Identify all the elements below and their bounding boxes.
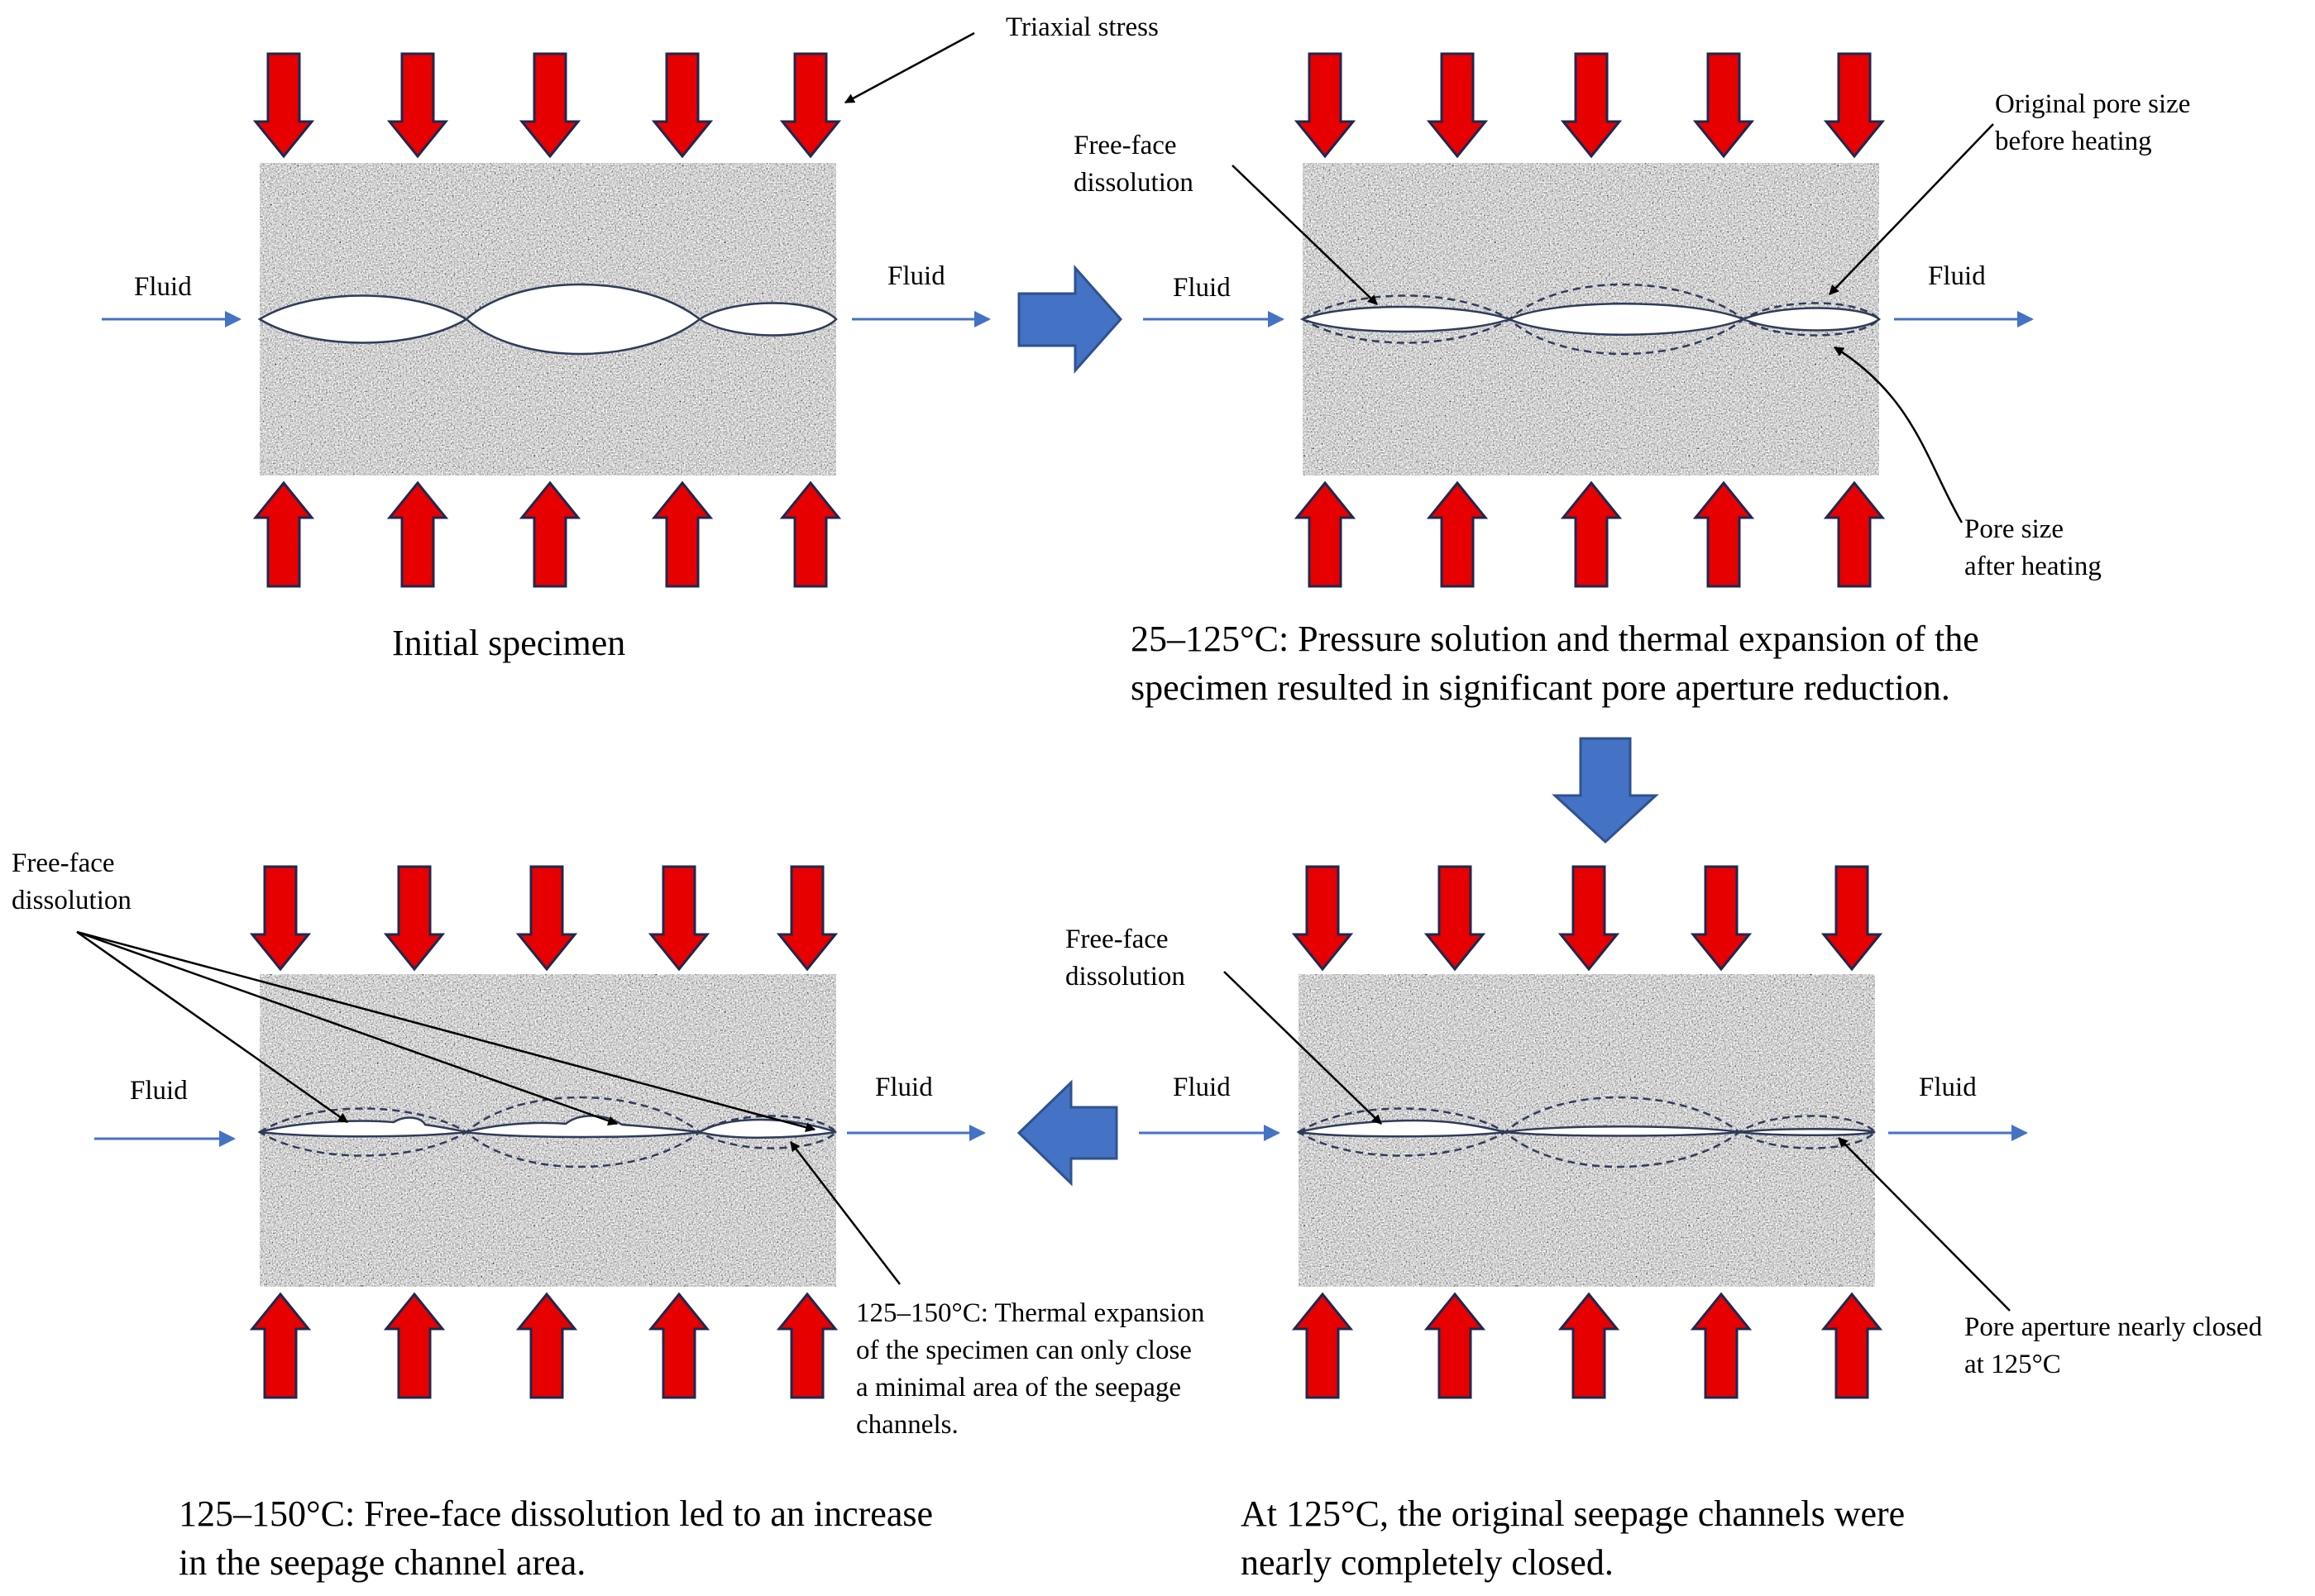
free-face-label: dissolution <box>1065 962 1185 992</box>
fluid-label-out: Fluid <box>1919 1073 1977 1102</box>
caption-stage-3: 125–150°C: Free-face dissolution led to … <box>179 1493 933 1534</box>
original-pore-outline <box>257 1096 838 1168</box>
pore-after-label: after heating <box>1964 552 2102 581</box>
thermal-note-pointer <box>790 1141 901 1285</box>
caption-stage-2: At 125°C, the original seepage channels … <box>1241 1493 1905 1534</box>
free-face-label: Free-face <box>1074 131 1177 160</box>
pore-after-pointer <box>1833 346 1963 523</box>
stress-arrows-bottom <box>252 480 842 588</box>
process-arrow-left <box>1016 1079 1118 1187</box>
nearly-closed-label: at 125°C <box>1964 1350 2061 1379</box>
process-arrow-down <box>1552 737 1659 844</box>
original-pore-outline <box>1300 283 1881 356</box>
fluid-label-in: Fluid <box>1173 273 1231 303</box>
fluid-label-out: Fluid <box>1928 261 1986 291</box>
pore-after-label: Pore size <box>1964 514 2064 544</box>
original-pore-label: before heating <box>1995 127 2152 156</box>
fluid-label-in: Fluid <box>134 272 192 302</box>
panel-stage-1: Fluid Fluid Free-face dissolution Origin… <box>1074 52 2190 708</box>
stress-arrows-top <box>1294 52 1886 159</box>
nearly-closed-label: Pore aperture nearly closed <box>1964 1312 2263 1342</box>
caption-initial: Initial specimen <box>392 623 625 663</box>
thermal-note-label: channels. <box>856 1410 959 1440</box>
panel-initial-specimen: Fluid Fluid Triaxial stress Initial spec… <box>102 12 1159 663</box>
seepage-channel-reduced <box>1299 303 1881 336</box>
free-face-label: dissolution <box>1074 168 1193 198</box>
fluid-label-in: Fluid <box>130 1076 188 1106</box>
caption-stage-1: specimen resulted in significant pore ap… <box>1131 667 1950 708</box>
free-face-pointer <box>1223 971 1382 1125</box>
free-face-label: Free-face <box>12 848 115 878</box>
stress-arrows-bottom <box>1291 1292 1883 1399</box>
original-pore-outline <box>1296 1096 1877 1168</box>
caption-stage-3: in the seepage channel area. <box>179 1542 586 1583</box>
seepage-channel <box>257 283 838 356</box>
nearly-closed-pointer <box>1838 1137 2011 1312</box>
stress-arrows-top <box>1291 865 1883 972</box>
original-pore-label: Original pore size <box>1995 89 2190 119</box>
panel-stage-3: Fluid Fluid Free-face dissolution 125–15… <box>12 848 1204 1583</box>
triaxial-stress-label: Triaxial stress <box>1006 12 1159 42</box>
stress-arrows-bottom <box>249 1292 839 1399</box>
fluid-label-in: Fluid <box>1173 1073 1231 1102</box>
original-pore-pointer <box>1829 123 1994 295</box>
triaxial-stress-pointer <box>844 31 975 104</box>
free-face-pointer <box>76 930 619 1126</box>
caption-stage-2: nearly completely closed. <box>1241 1542 1614 1583</box>
thermal-note-label: a minimal area of the seepage <box>856 1373 1181 1402</box>
fluid-label-out: Fluid <box>875 1073 933 1102</box>
free-face-pointer <box>76 930 348 1124</box>
process-arrow-right <box>1017 265 1123 374</box>
free-face-label: dissolution <box>12 886 132 915</box>
free-face-pointer <box>1232 165 1378 305</box>
free-face-pointer <box>76 930 816 1133</box>
caption-stage-1: 25–125°C: Pressure solution and thermal … <box>1131 619 1979 659</box>
stress-arrows-top <box>249 865 839 972</box>
panel-stage-2: Fluid Fluid Free-face dissolution Pore a… <box>1065 865 2263 1583</box>
free-face-label: Free-face <box>1065 925 1169 954</box>
stress-arrows-bottom <box>1294 480 1886 588</box>
thermal-note-label: of the specimen can only close <box>856 1336 1192 1365</box>
thermal-note-label: 125–150°C: Thermal expansion <box>856 1298 1204 1328</box>
fluid-label-out: Fluid <box>887 261 945 291</box>
stress-arrows-top <box>252 52 842 159</box>
